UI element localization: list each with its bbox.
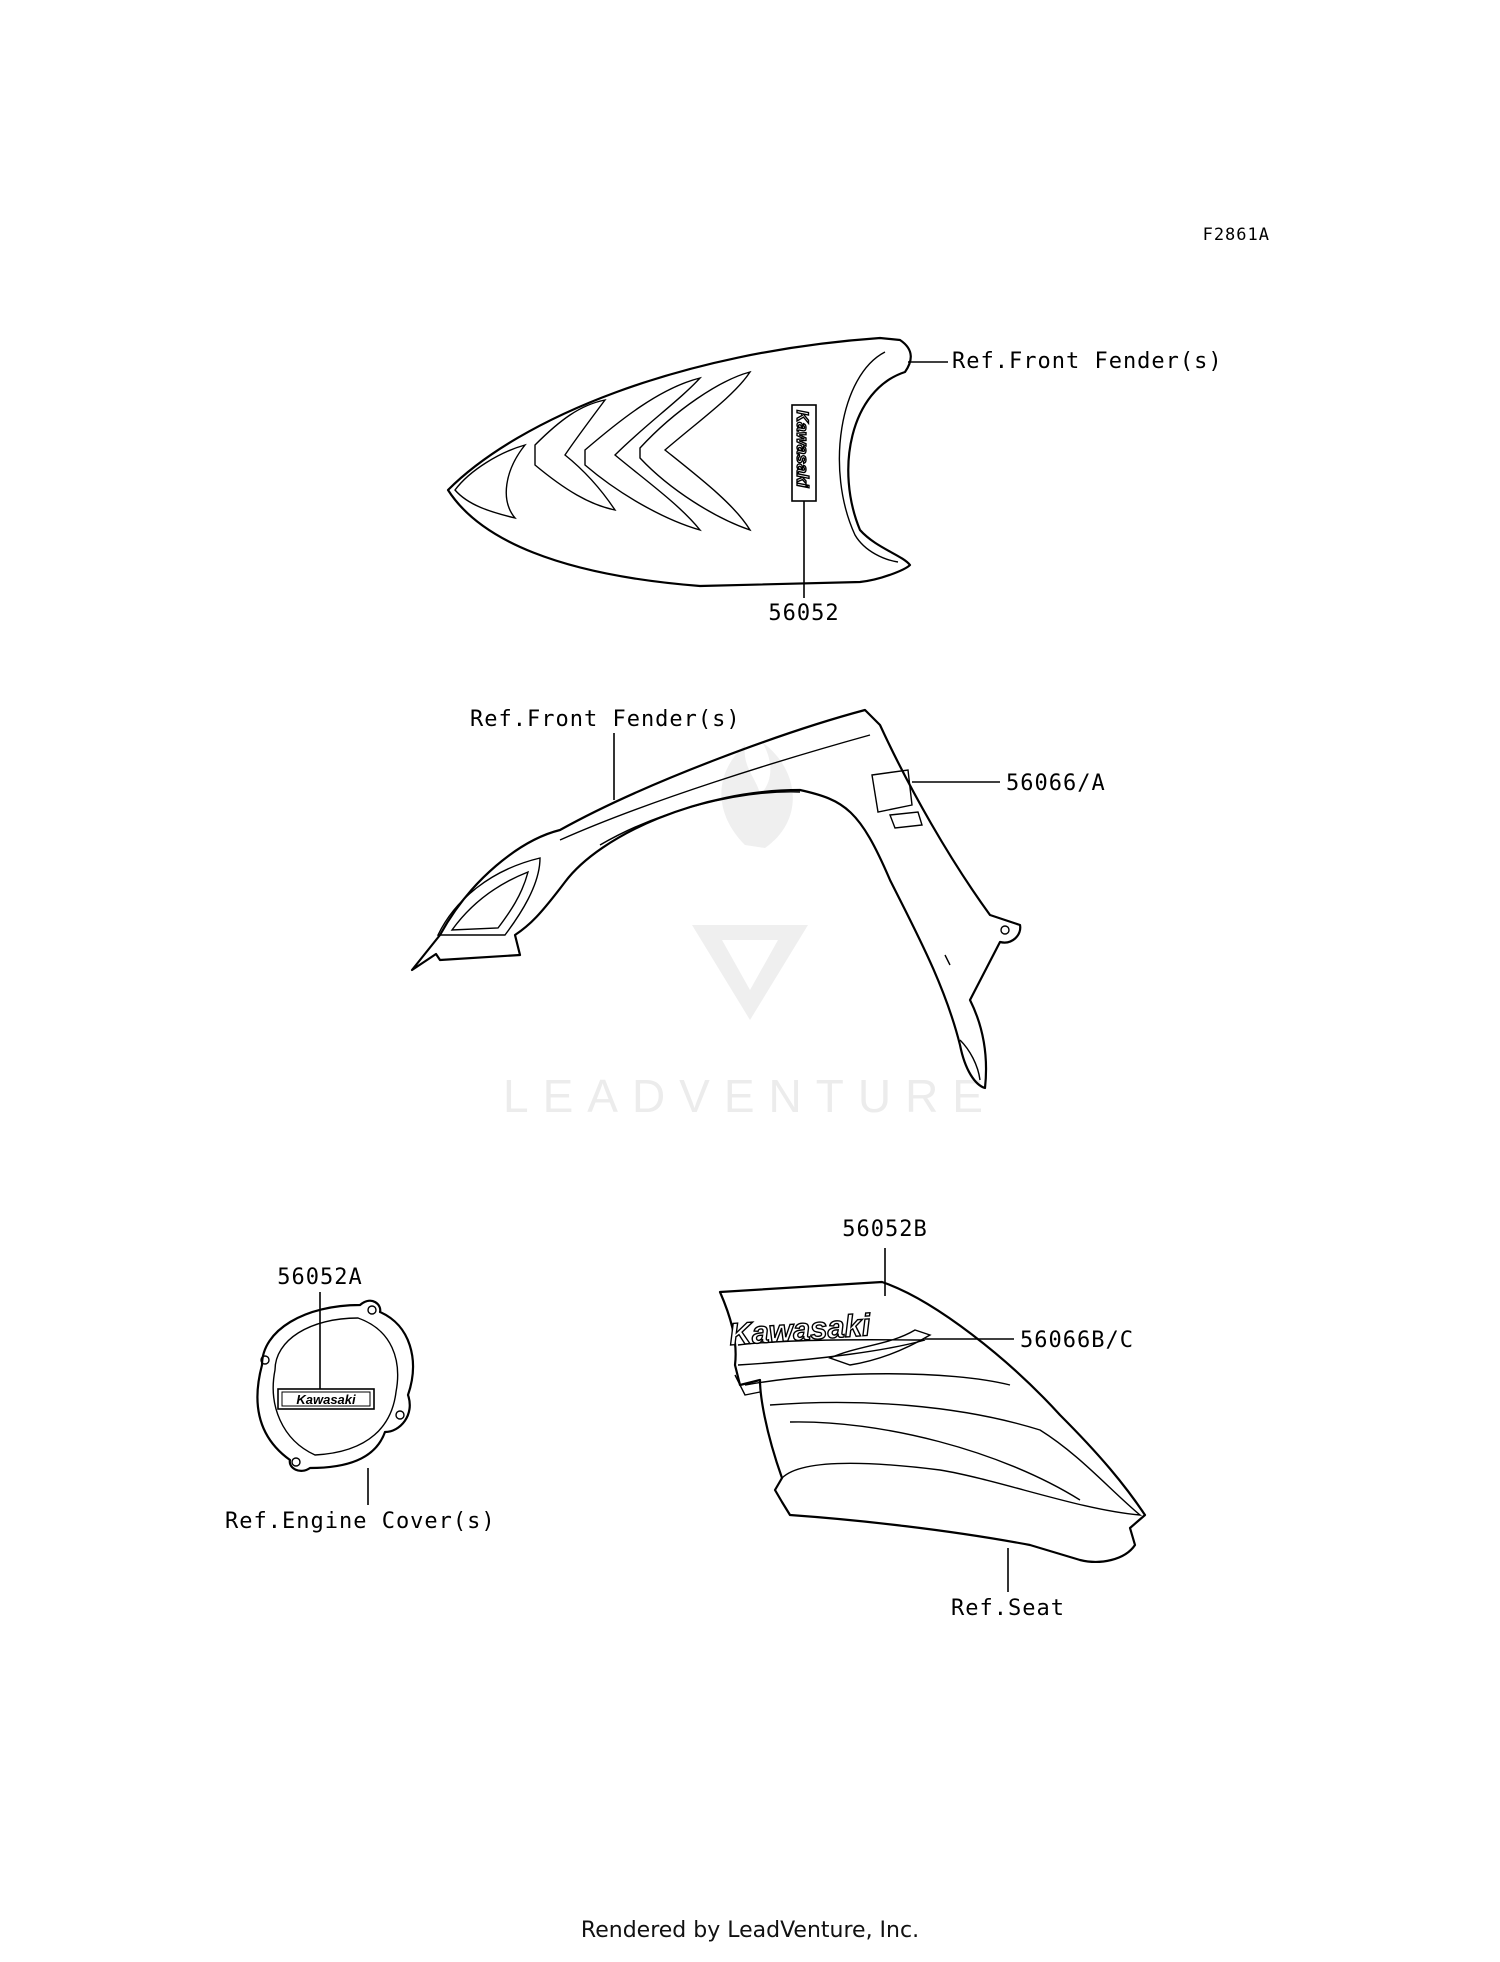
callout-56052[interactable]: 56052 <box>768 601 839 626</box>
callout-cover-ref[interactable]: Ref.Engine Cover(s) <box>225 1509 496 1534</box>
callout-56052b[interactable]: 56052B <box>842 1217 927 1242</box>
decal-56066bc <box>828 1329 932 1366</box>
fender-chevron-1 <box>534 398 617 512</box>
front-fender-top-view: Kawasaki <box>446 336 912 588</box>
side-cover-tab <box>734 1374 761 1396</box>
callout-56066bc[interactable]: 56066B/C <box>1020 1328 1134 1353</box>
decal-56052a <box>277 1388 375 1410</box>
footer-credit: Rendered by LeadVenture, Inc. <box>580 1918 920 1943</box>
decal-56052 <box>791 404 817 502</box>
side-cover-outline <box>718 1280 1147 1563</box>
fender-chevron-3 <box>639 370 752 532</box>
fender-side-inner <box>599 791 801 846</box>
fender-side-ridge <box>559 734 871 841</box>
fender-top-outline <box>446 336 912 588</box>
front-fender-side-view <box>410 708 1022 1090</box>
side-cover-stripe-mid <box>744 1373 1011 1386</box>
decal-56052a-text: Kawasaki <box>296 1392 356 1407</box>
fender-chevron-2 <box>584 376 703 532</box>
engine-cover-inner <box>272 1317 399 1456</box>
engine-cover-outline <box>256 1299 415 1472</box>
engine-cover-bolt-3 <box>395 1410 405 1420</box>
figure-code: F2861A <box>1203 225 1270 245</box>
engine-cover-bolt-2 <box>260 1355 270 1365</box>
fender-side-outline <box>410 708 1022 1090</box>
callout-top-ref[interactable]: Ref.Front Fender(s) <box>952 349 1223 374</box>
decal-56052a-border <box>281 1391 371 1407</box>
watermark-flame-icon <box>721 742 793 848</box>
fender-side-vent <box>436 857 541 936</box>
decal-56066a <box>871 769 923 829</box>
callout-side-ref[interactable]: Ref.Seat <box>951 1596 1065 1621</box>
fender-top-inner-curve <box>838 351 899 563</box>
watermark-v-icon <box>692 925 808 1020</box>
side-cover: Kawasaki <box>718 1280 1147 1563</box>
side-cover-curve <box>789 1421 1081 1501</box>
engine-cover: Kawasaki <box>256 1299 415 1472</box>
engine-cover-bolt-4 <box>291 1457 301 1467</box>
watermark-text: LEADVENTURE <box>503 1070 997 1122</box>
watermark: LEADVENTURE <box>503 742 997 1122</box>
fender-side-rear <box>944 954 981 1081</box>
callout-mid-ref[interactable]: Ref.Front Fender(s) <box>470 707 741 732</box>
fender-side-vent-inner <box>450 870 530 931</box>
fender-mount-hole <box>1000 925 1010 935</box>
decal-56052b-text: Kawasaki <box>728 1307 873 1352</box>
callout-56066a[interactable]: 56066/A <box>1006 771 1106 796</box>
side-cover-stripe-top <box>737 1339 926 1366</box>
decal-56052-text: Kawasaki <box>793 410 812 489</box>
engine-cover-bolt-1 <box>367 1305 377 1315</box>
fender-top-nose <box>454 443 527 520</box>
callout-56052a[interactable]: 56052A <box>277 1265 362 1290</box>
side-cover-panel <box>769 1401 1143 1516</box>
